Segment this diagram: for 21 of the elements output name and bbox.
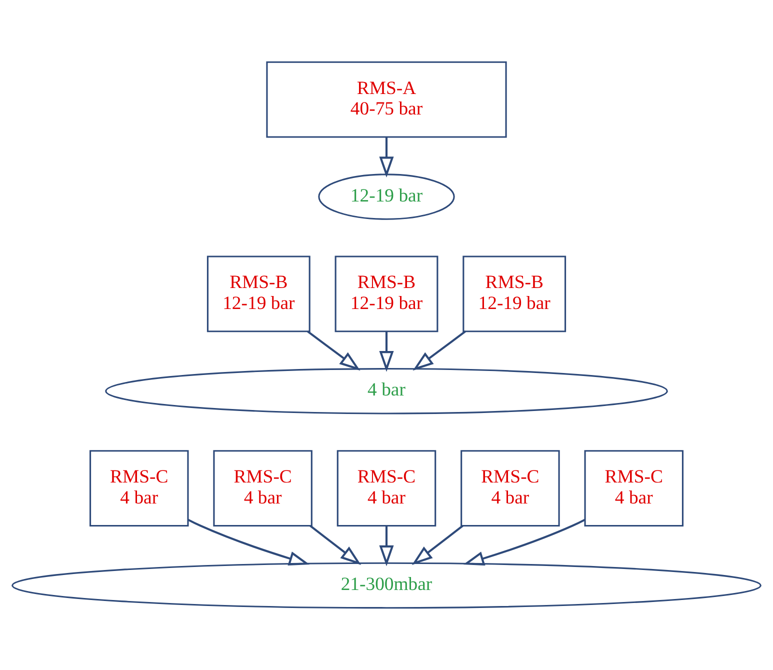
arrow (188, 518, 310, 566)
arrow (307, 330, 360, 371)
arrow (412, 330, 466, 371)
node-box: RMS-C 4 bar (213, 450, 312, 526)
node-ellipse: 12-19 bar (318, 174, 455, 220)
arrow (379, 526, 394, 566)
arrow (379, 331, 394, 372)
node-box: RMS-A 40-75 bar (266, 61, 507, 138)
node-box: RMS-B 12-19 bar (462, 256, 566, 332)
node-box: RMS-C 4 bar (336, 450, 436, 526)
arrow (412, 525, 464, 565)
node-box: RMS-C 4 bar (90, 450, 189, 526)
arrow (463, 518, 586, 566)
node-box: RMS-B 12-19 bar (334, 256, 438, 332)
node-box: RMS-B 12-19 bar (206, 256, 310, 332)
arrow (310, 525, 362, 565)
node-ellipse: 4 bar (105, 368, 668, 414)
node-ellipse: 21-300mbar (12, 562, 762, 609)
arrow (379, 137, 394, 178)
node-box: RMS-C 4 bar (460, 450, 560, 526)
node-box: RMS-C 4 bar (584, 450, 684, 526)
